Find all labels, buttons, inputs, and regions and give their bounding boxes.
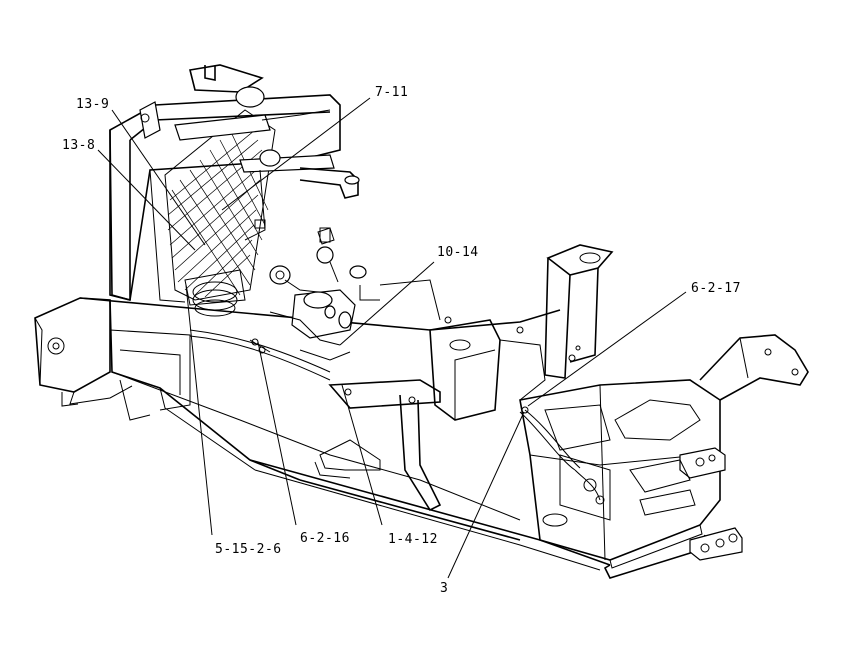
linkage [314,379,442,512]
leader-3 [447,411,525,579]
leader-13-8 [97,149,196,251]
callout-6-2-17: 6-2-17 [691,281,741,296]
leader-13-9 [111,109,206,246]
hoses [189,329,581,471]
callout-labels: 13-9 13-8 7-11 10-14 6-2-17 5-15-2-6 6-2… [62,85,741,596]
center-housing [359,279,546,421]
callout-13-8: 13-8 [62,138,95,153]
leader-5-15-2-6 [185,284,213,536]
leader-6-2-17 [527,291,687,407]
chassis-frame [34,297,809,579]
leader-6-2-16 [257,341,297,526]
callout-3: 3 [440,581,448,596]
callout-13-9: 13-9 [76,97,109,112]
leader-7-11 [221,97,371,211]
leader-1-4-12 [341,384,383,526]
callout-5-15-2-6: 5-15-2-6 [215,542,282,557]
vertical-bracket [544,244,614,379]
callout-6-2-16: 6-2-16 [300,531,350,546]
callout-10-14: 10-14 [437,245,479,260]
radiator-assembly [109,64,360,317]
pump-assembly [269,227,367,361]
callout-7-11: 7-11 [375,85,408,100]
callout-1-4-12: 1-4-12 [388,532,438,547]
leader-lines [97,97,687,579]
leader-10-14 [339,261,435,346]
